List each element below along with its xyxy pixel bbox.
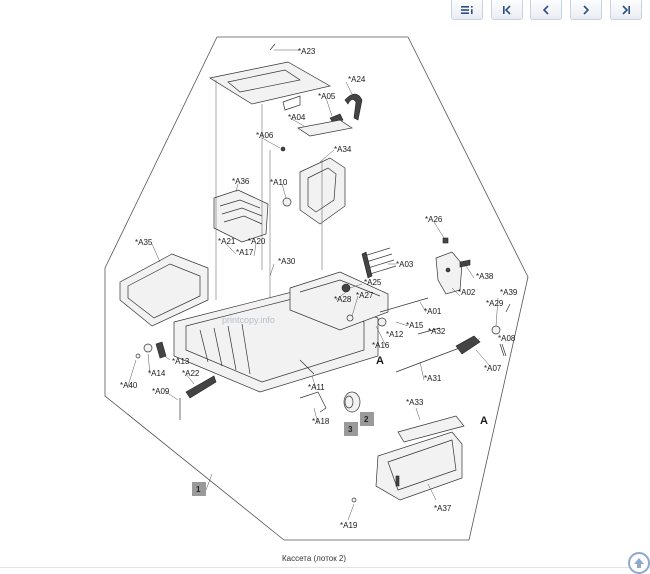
- next-page-button[interactable]: [570, 0, 602, 20]
- label-a03: *A03: [396, 260, 414, 269]
- part-a07: [455, 335, 481, 355]
- part-tray-frame: [173, 271, 389, 393]
- label-a33: *A33: [406, 398, 424, 407]
- part-a34: [299, 157, 346, 225]
- part-a22: [185, 375, 217, 399]
- chevron-right-icon: [583, 4, 590, 15]
- label-a19: *A19: [340, 521, 358, 530]
- label-a04: *A04: [288, 113, 306, 122]
- label-a30: *A30: [278, 257, 296, 266]
- label-a07: *A07: [484, 364, 502, 373]
- label-a26: *A26: [425, 215, 443, 224]
- part-a13: [155, 341, 167, 359]
- label-a28: *A28: [334, 295, 352, 304]
- label-a16: *A16: [372, 341, 390, 350]
- label-a22: *A22: [182, 369, 200, 378]
- callout-box-2: [360, 412, 374, 426]
- last-page-icon: [622, 4, 630, 15]
- part-a26: [442, 237, 449, 244]
- label-a37: *A37: [434, 504, 452, 513]
- watermark: printcopy.info: [222, 315, 275, 325]
- label-a01: *A01: [424, 307, 442, 316]
- label-a02: *A02: [458, 288, 476, 297]
- part-a11: [299, 359, 315, 375]
- label-a36: *A36: [232, 177, 250, 186]
- callout-label-3: 3: [348, 425, 353, 434]
- label-a10: *A10: [270, 178, 288, 187]
- divider: [0, 567, 650, 568]
- callout-label-2: 2: [364, 415, 369, 424]
- part-a32: [417, 327, 441, 335]
- part-a40: [135, 353, 141, 359]
- first-page-icon: [503, 4, 511, 15]
- part-a35: [119, 253, 209, 327]
- label-a05: *A05: [318, 92, 336, 101]
- label-a09: *A09: [152, 387, 170, 396]
- part-roller: [343, 391, 361, 413]
- contents-button[interactable]: [451, 0, 483, 20]
- figure-caption: Кассета (лоток 2): [281, 554, 347, 563]
- label-a32: *A32: [428, 327, 446, 336]
- part-a38: [459, 259, 471, 268]
- part-a24: [344, 93, 363, 121]
- label-a34: *A34: [334, 145, 352, 154]
- chevron-left-icon: [542, 4, 549, 15]
- connector-mark-a: A: [376, 355, 384, 367]
- label-a14: *A14: [148, 369, 166, 378]
- part-a23: [209, 43, 331, 111]
- label-a31: *A31: [424, 374, 442, 383]
- label-a35: *A35: [135, 238, 153, 247]
- label-a20: *A20: [248, 237, 266, 246]
- label-a18: *A18: [312, 417, 330, 426]
- part-a14: [143, 343, 153, 353]
- part-a10: [282, 197, 292, 207]
- label-a11: *A11: [308, 383, 325, 392]
- part-a27: [346, 314, 354, 322]
- toolbar: [0, 0, 650, 24]
- part-a36: [213, 189, 269, 243]
- prev-page-button[interactable]: [530, 0, 562, 20]
- label-a25: *A25: [364, 278, 382, 287]
- list-icon: [461, 5, 473, 14]
- connector-mark-a: A: [480, 415, 488, 427]
- label-a17: *A17: [236, 248, 254, 257]
- callout-box-3: [344, 422, 358, 436]
- label-a40: *A40: [120, 381, 138, 390]
- part-a06: [280, 146, 286, 152]
- arrow-up-icon: [634, 558, 644, 568]
- part-a02: [435, 251, 463, 295]
- part-a29: [491, 325, 501, 335]
- label-a38: *A38: [476, 272, 494, 281]
- part-a33: [397, 415, 465, 443]
- part-a28: [341, 283, 351, 293]
- callout-label-1: 1: [196, 485, 201, 494]
- label-a08: *A08: [498, 334, 516, 343]
- first-page-button[interactable]: [491, 0, 523, 20]
- label-a15: *A15: [406, 321, 424, 330]
- part-a39: [505, 303, 511, 313]
- callout-box-1: [192, 482, 206, 496]
- part-a12: [377, 317, 387, 327]
- exploded-parts-diagram: printcopy.info *A23 *A24 *A05 *A04 *A06 …: [104, 36, 529, 541]
- label-a13: *A13: [172, 357, 190, 366]
- label-a29: *A29: [486, 299, 504, 308]
- label-a27: *A27: [356, 291, 374, 300]
- scroll-top-button[interactable]: [628, 552, 650, 574]
- last-page-button[interactable]: [610, 0, 642, 20]
- part-a37: [375, 431, 463, 501]
- part-a03: [361, 247, 397, 279]
- part-a01: [379, 297, 429, 313]
- label-a06: *A06: [256, 131, 274, 140]
- part-a08: [499, 343, 507, 357]
- label-a39: *A39: [500, 288, 518, 297]
- part-a18: [299, 391, 327, 413]
- diagram-boundary: [104, 36, 529, 541]
- part-a19: [351, 497, 357, 503]
- part-a04: [297, 119, 353, 137]
- label-a24: *A24: [348, 75, 366, 84]
- label-a21: *A21: [218, 237, 236, 246]
- label-a12: *A12: [386, 330, 404, 339]
- label-a23: *A23: [298, 47, 316, 56]
